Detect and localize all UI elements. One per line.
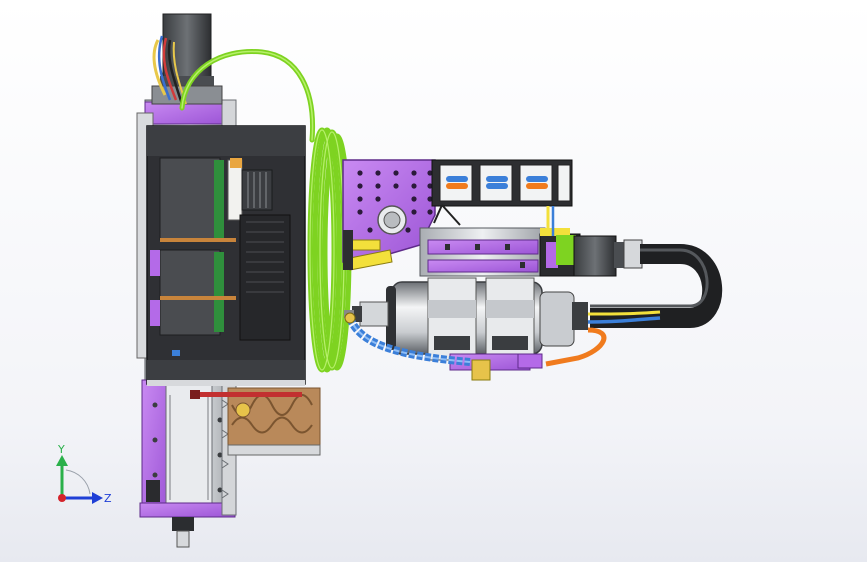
spindle-cables <box>545 206 661 367</box>
y-axis-label: Y <box>57 443 65 456</box>
wood-spoilboard <box>190 387 321 456</box>
coolant-hose <box>344 312 471 366</box>
power-supply <box>239 214 291 341</box>
side-servo-motor <box>573 235 723 328</box>
green-cable-coil <box>179 49 352 373</box>
rail-bolts <box>152 402 223 493</box>
adjuster-knob <box>172 517 194 531</box>
x-axis-dot <box>58 494 66 502</box>
purple-top-plate <box>144 101 226 125</box>
black-hose <box>590 244 723 328</box>
driver-board-lower <box>159 249 221 336</box>
control-box <box>136 112 306 386</box>
top-stepper-motor <box>151 13 223 105</box>
x-axis-rail <box>419 227 581 277</box>
linear-carriage <box>165 384 213 506</box>
driver-board-upper <box>159 157 221 241</box>
bottom-end-plate <box>139 502 236 518</box>
cable-drag-chain <box>431 159 573 226</box>
z-axis-label: Z <box>104 492 112 505</box>
gantry-plate-holes <box>357 170 433 233</box>
coordinate-triad: Y Z <box>56 443 112 505</box>
limit-switch <box>146 480 160 502</box>
red-tool-rod <box>192 392 302 397</box>
